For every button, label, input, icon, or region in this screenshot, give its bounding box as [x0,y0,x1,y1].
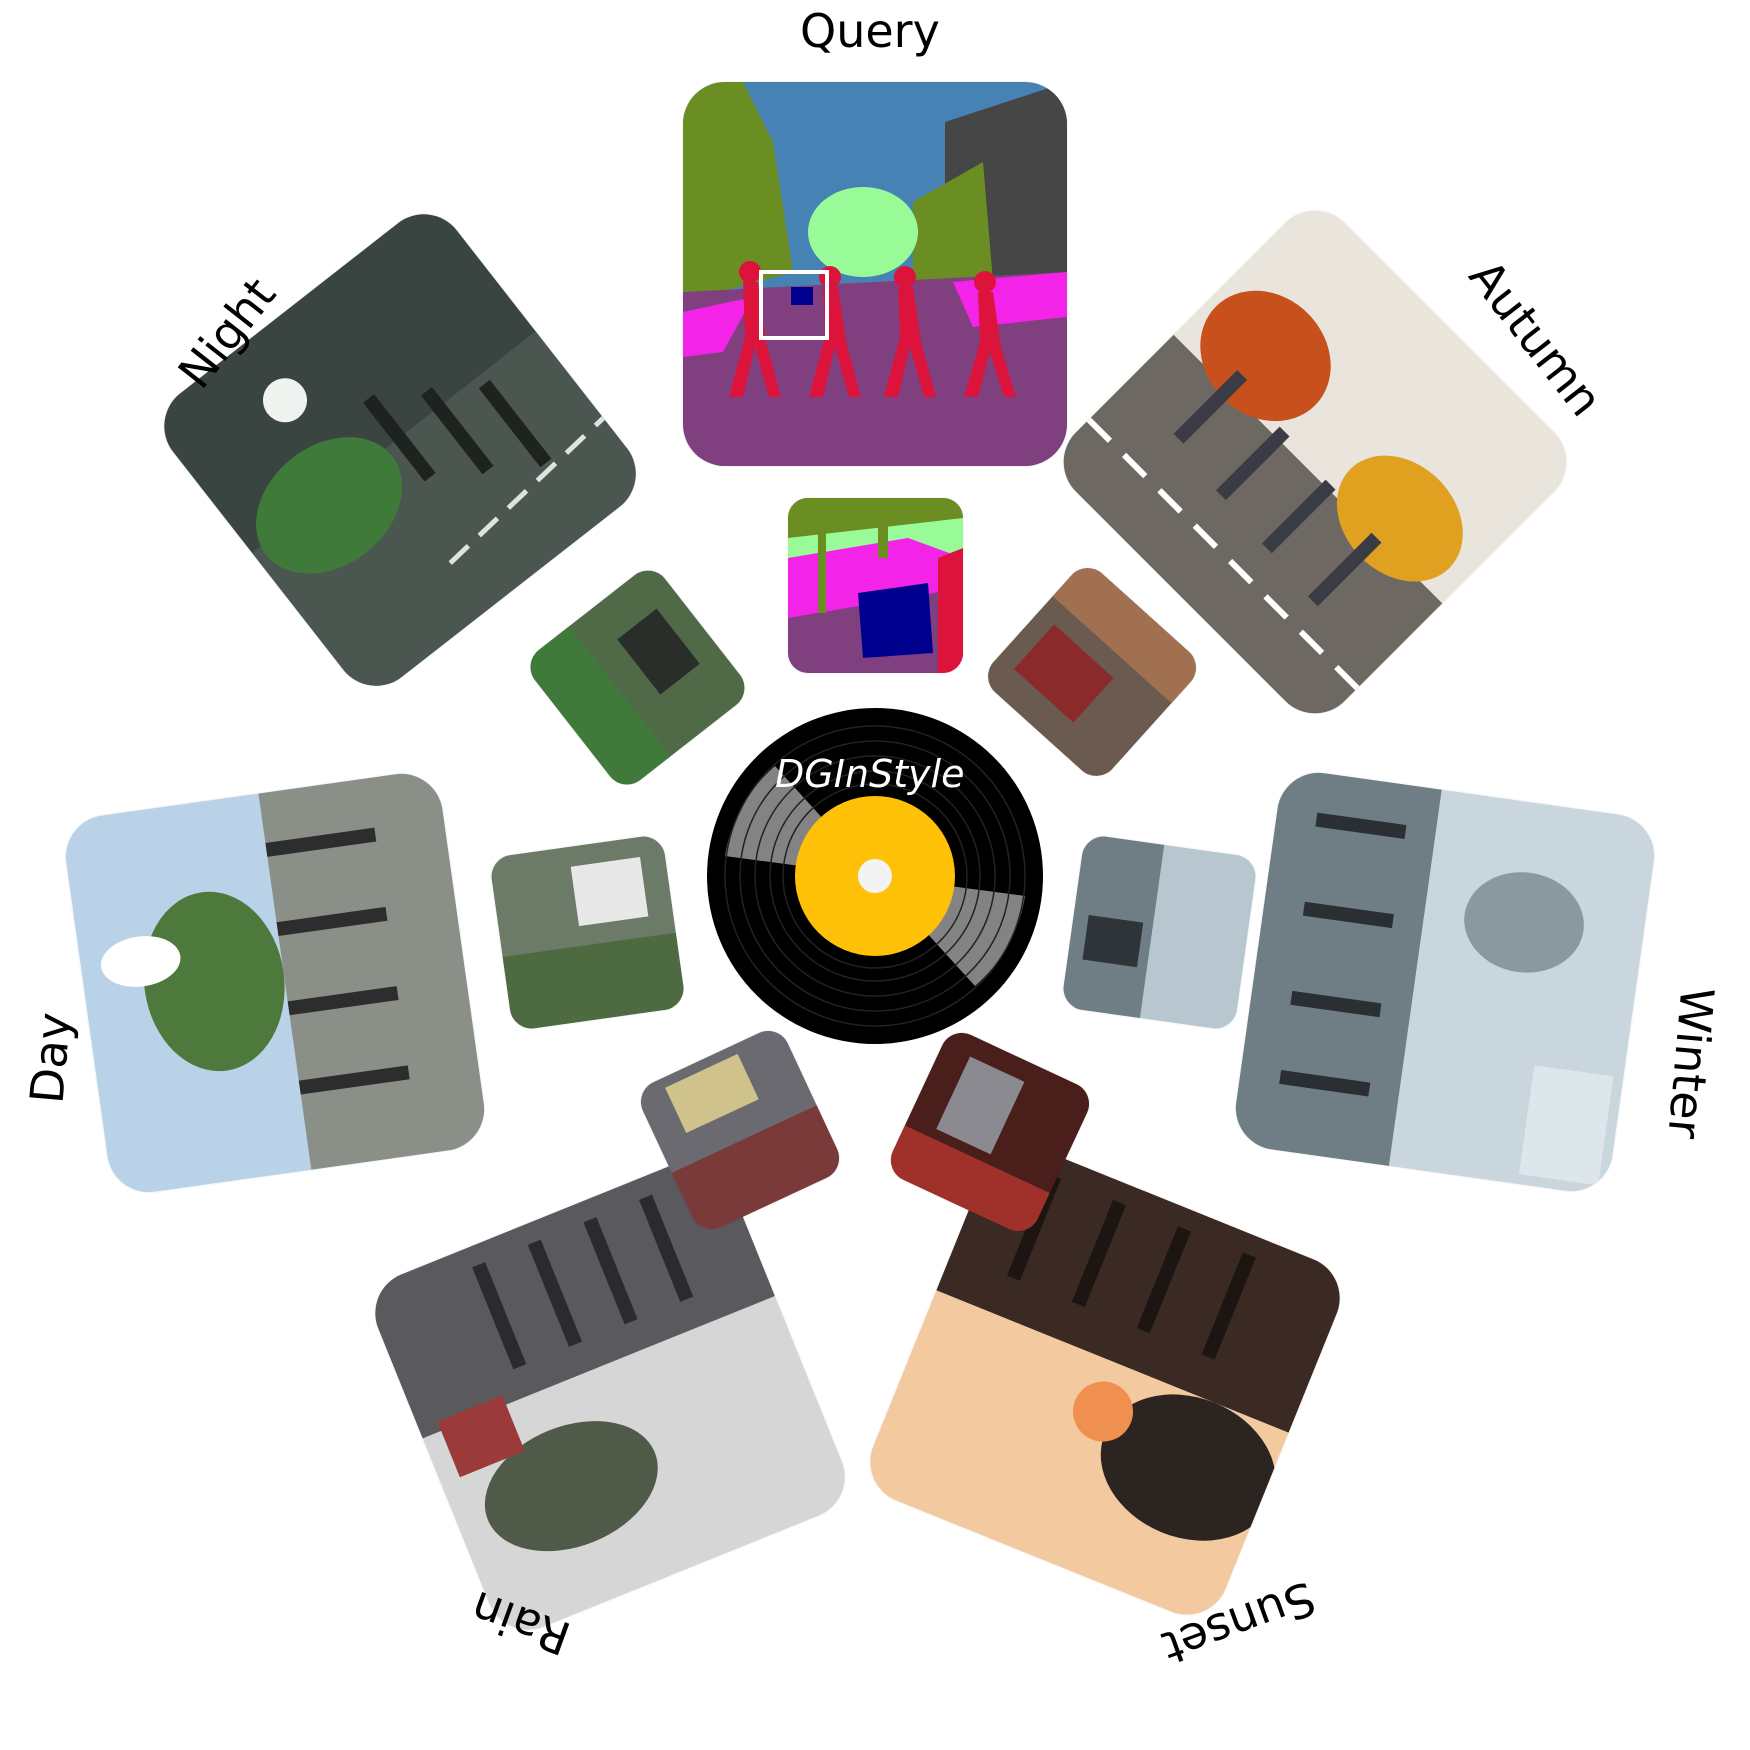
disc-grooves [724,725,1026,1027]
rain-crop-tile [633,1023,847,1237]
winter-scene [1230,767,1660,1197]
query-crop-box [759,270,829,340]
autumn-scene [1046,193,1584,731]
query-segmentation-crop [788,498,963,673]
night-large-tile [147,197,653,703]
seg-persons [729,261,1016,397]
rain-large-tile [362,1147,858,1643]
label-query: Query [800,4,940,58]
seg-vegetation-right [913,162,993,312]
autumn-crop-tile [979,559,1205,785]
vinyl-record [705,706,1045,1046]
sunset-crop-tile [883,1025,1097,1239]
seg-vegetation-left [683,82,793,302]
query-crop-map [788,498,963,673]
night-crop-tile [521,561,754,794]
rain-scene [362,1147,858,1643]
winter-large-tile [1230,767,1660,1197]
day-crop-tile [488,833,687,1032]
seg-sidewalk-left [683,297,753,357]
day-scene [60,768,490,1198]
seg-terrain-far [808,187,918,277]
day-large-tile [60,768,490,1198]
query-segmentation-tile [683,82,1067,466]
disc-hole [858,859,892,893]
label-day: Day [19,1010,82,1106]
autumn-large-tile [1046,193,1584,731]
center-title: DGInStyle [775,752,965,796]
seg-car [791,287,813,305]
label-winter: Winter [1657,985,1725,1141]
night-scene [147,197,653,703]
winter-crop-tile [1060,833,1259,1032]
sunset-scene [857,1132,1353,1628]
query-segmentation-map [683,82,1067,466]
vinyl-record-graphic [707,708,1043,1044]
sunset-large-tile [857,1132,1353,1628]
